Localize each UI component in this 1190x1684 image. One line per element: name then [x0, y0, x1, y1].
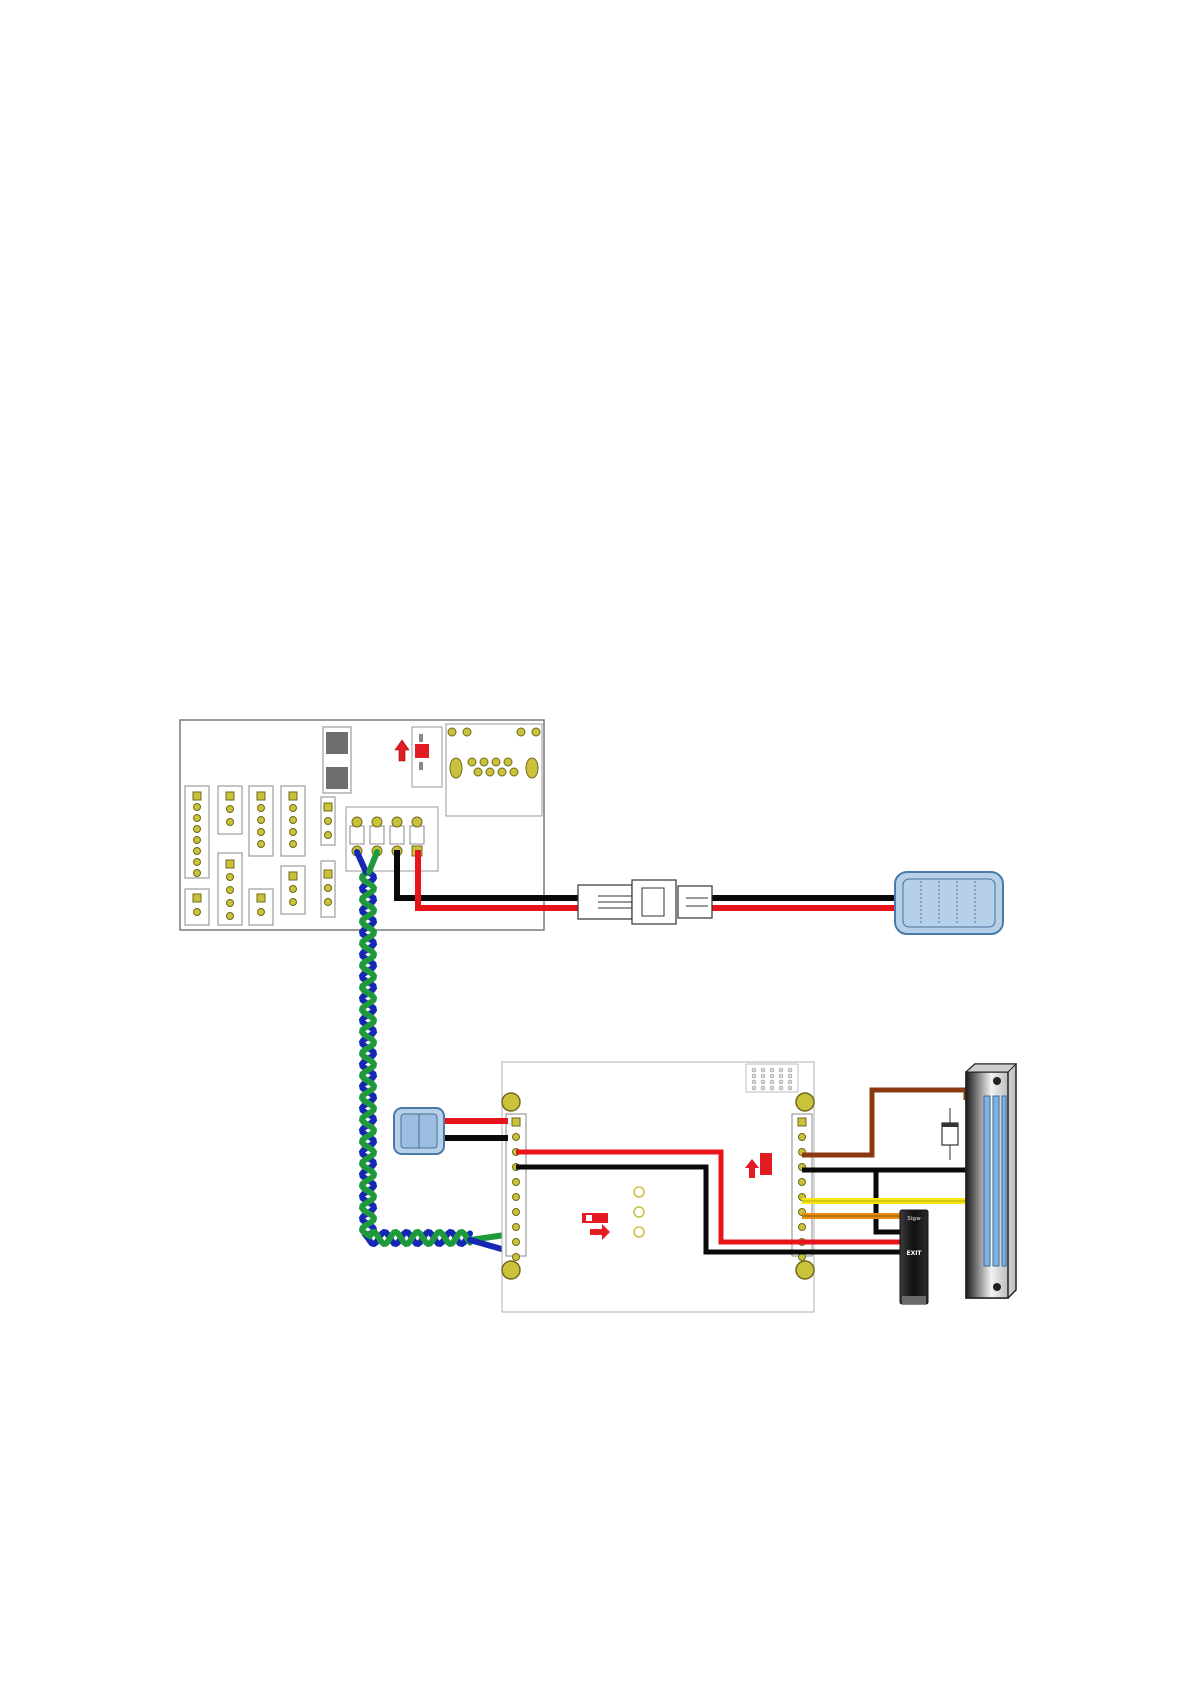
terminal-pad	[194, 804, 201, 811]
terminal-pad	[290, 829, 297, 836]
exit-button: Sigw EXIT	[900, 1210, 928, 1304]
terminal-pad	[798, 1118, 806, 1126]
terminal-pad	[289, 792, 297, 800]
header-pin	[761, 1086, 765, 1090]
terminal-pad	[289, 872, 297, 880]
header-pin	[779, 1068, 783, 1072]
terminal-pad	[257, 792, 265, 800]
terminal-pad	[257, 894, 265, 902]
terminal-pad	[513, 1209, 520, 1216]
terminal-pad	[194, 815, 201, 822]
terminal-pad	[194, 909, 201, 916]
push-button	[394, 1108, 508, 1154]
terminal-pad	[324, 870, 332, 878]
terminal-pad	[799, 1134, 806, 1141]
terminal-pad	[258, 817, 265, 824]
terminal-pad	[194, 826, 201, 833]
terminal-pad	[194, 859, 201, 866]
pin-header	[746, 1064, 798, 1092]
rj45-port	[446, 724, 542, 816]
terminal-pad	[193, 894, 201, 902]
terminal-pad	[258, 805, 265, 812]
terminal-pad	[799, 1224, 806, 1231]
exit-label: EXIT	[906, 1250, 922, 1257]
terminal-pad	[258, 841, 265, 848]
reader-interface-board	[502, 1062, 814, 1312]
header-pin	[779, 1080, 783, 1084]
header-pin	[752, 1068, 756, 1072]
terminal-pad	[325, 832, 332, 839]
terminal-pad	[513, 1194, 520, 1201]
lock-wires	[802, 1090, 966, 1232]
diode	[942, 1108, 958, 1160]
terminal-pad	[258, 829, 265, 836]
terminal-pad	[512, 1118, 520, 1126]
terminal-pad	[290, 886, 297, 893]
terminal-pad	[799, 1179, 806, 1186]
header-pin	[770, 1068, 774, 1072]
mounting-hole	[502, 1093, 520, 1111]
magnetic-lock	[966, 1064, 1016, 1298]
terminal-pad	[325, 818, 332, 825]
header-pin	[788, 1074, 792, 1078]
terminal-pad	[194, 870, 201, 877]
terminal-pad	[513, 1224, 520, 1231]
terminal-pad	[513, 1134, 520, 1141]
terminal-pad	[226, 860, 234, 868]
header-pin	[761, 1068, 765, 1072]
mounting-hole	[796, 1093, 814, 1111]
terminal-pad	[193, 792, 201, 800]
terminal-pad	[513, 1179, 520, 1186]
terminal-pad	[227, 874, 234, 881]
header-pin	[770, 1074, 774, 1078]
terminal-pad	[226, 792, 234, 800]
connector-plug	[578, 880, 712, 924]
header-pin	[752, 1086, 756, 1090]
header-pin	[779, 1074, 783, 1078]
terminal-pad	[325, 899, 332, 906]
terminal-pad	[290, 841, 297, 848]
led-group	[634, 1187, 644, 1237]
terminal-pad	[290, 817, 297, 824]
terminal-pad	[324, 803, 332, 811]
terminal-pad	[513, 1254, 520, 1261]
header-pin	[770, 1080, 774, 1084]
header-pin	[788, 1080, 792, 1084]
terminal-pad	[194, 848, 201, 855]
header-pin	[779, 1086, 783, 1090]
terminal-pad	[227, 819, 234, 826]
header-pin	[788, 1086, 792, 1090]
terminal-pad	[227, 806, 234, 813]
terminal-pad	[290, 805, 297, 812]
header-pin	[788, 1068, 792, 1072]
mounting-hole	[796, 1261, 814, 1279]
header-pin	[770, 1086, 774, 1090]
terminal-pad	[258, 909, 265, 916]
header-pin	[752, 1080, 756, 1084]
mounting-hole	[502, 1261, 520, 1279]
card-reader	[895, 872, 1003, 934]
exit-brand-label: Sigw	[907, 1216, 921, 1222]
terminal-pad	[290, 899, 297, 906]
terminal-pad	[513, 1239, 520, 1246]
header-pin	[761, 1080, 765, 1084]
terminal-pad	[227, 900, 234, 907]
terminal-pad	[325, 885, 332, 892]
terminal-pad	[799, 1254, 806, 1261]
header-pin	[761, 1074, 765, 1078]
terminal-pad	[194, 837, 201, 844]
terminal-pad	[227, 913, 234, 920]
header-pin	[752, 1074, 756, 1078]
terminal-pad	[227, 887, 234, 894]
